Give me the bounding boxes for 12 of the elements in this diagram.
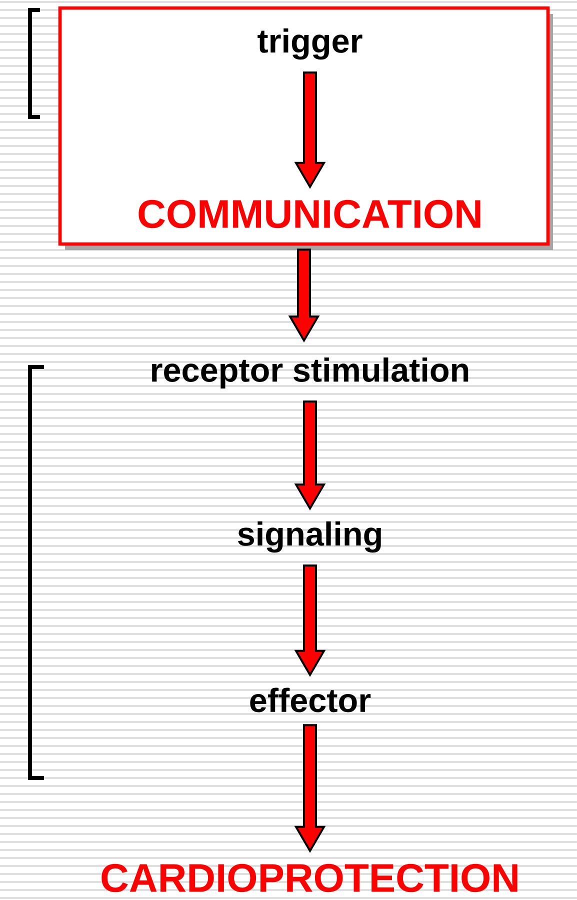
step-label: receptor stimulation bbox=[152, 357, 468, 389]
block-arrow bbox=[294, 400, 326, 510]
block-arrow bbox=[294, 72, 326, 189]
block-arrow bbox=[294, 564, 326, 677]
step-label: trigger bbox=[258, 28, 362, 60]
block-arrow bbox=[288, 248, 320, 343]
step-label: effector bbox=[250, 688, 371, 712]
step-label: CARDIOPROTECTION bbox=[102, 864, 518, 892]
step-label: signaling bbox=[238, 521, 381, 553]
frame-box bbox=[58, 6, 553, 250]
block-arrow bbox=[294, 724, 326, 853]
step-label: COMMUNICATION bbox=[138, 200, 480, 228]
